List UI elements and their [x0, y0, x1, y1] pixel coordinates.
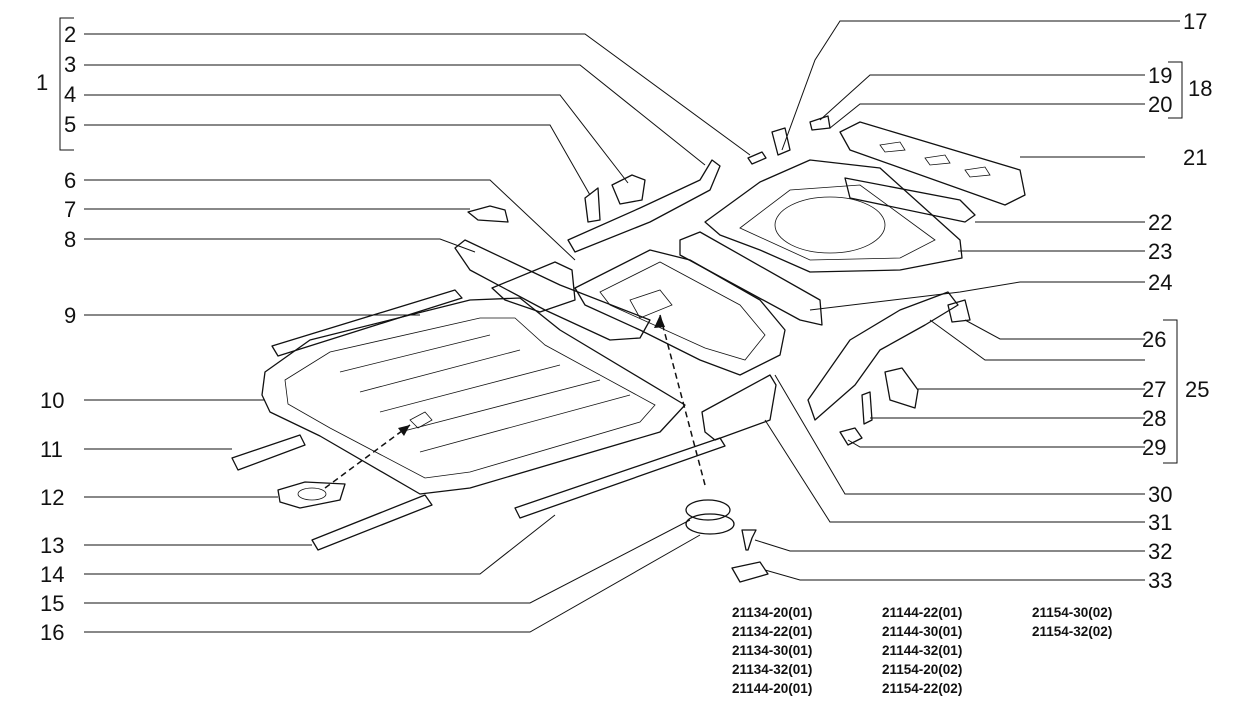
callout-numbers: 1 2 3 4 5 6 7 8 9 10 11 12 13 14 15 16 1… [36, 9, 1212, 645]
reinforcement-31 [701, 374, 777, 441]
callout-4: 4 [64, 82, 76, 107]
callout-22: 22 [1148, 210, 1172, 235]
model-code: 21144-20(01) [732, 681, 813, 696]
callout-10: 10 [40, 388, 64, 413]
callout-7: 7 [64, 197, 76, 222]
callout-29: 29 [1142, 435, 1166, 460]
model-code: 21154-22(02) [882, 681, 963, 696]
callout-28: 28 [1142, 406, 1166, 431]
callout-16: 16 [40, 620, 64, 645]
model-codes: 21134-20(01) 21144-22(01) 21154-30(02) 2… [732, 604, 1152, 698]
front-floor-panel [261, 297, 686, 495]
rear-floor-23 [704, 159, 963, 273]
bracket-group-1 [59, 17, 74, 151]
callout-19: 19 [1148, 63, 1172, 88]
model-code: 21154-20(02) [882, 662, 963, 677]
callout-20: 20 [1148, 92, 1172, 117]
sill-reinforcement-13 [311, 494, 433, 551]
rear-panel-21 [839, 121, 1026, 206]
bracket-28 [861, 391, 873, 425]
callout-17: 17 [1183, 9, 1207, 34]
callout-9: 9 [64, 303, 76, 328]
model-code: 21154-32(02) [1032, 624, 1113, 639]
leader-lines [59, 17, 1183, 633]
wheelhouse-25 [807, 291, 959, 421]
floor-strip-9 [271, 289, 463, 357]
plug-15 [685, 499, 731, 521]
model-code [1032, 661, 1152, 679]
plug-16 [685, 513, 735, 535]
model-code: 21134-22(01) [732, 624, 813, 639]
callout-12: 12 [40, 485, 64, 510]
callout-18: 18 [1188, 76, 1212, 101]
callout-33: 33 [1148, 568, 1172, 593]
callout-27: 27 [1142, 377, 1166, 402]
callout-11: 11 [40, 437, 63, 462]
screw-32 [741, 529, 757, 551]
crossmember-22 [844, 177, 976, 223]
bracket-2 [747, 151, 767, 165]
model-code [1032, 642, 1152, 660]
callout-24: 24 [1148, 270, 1172, 295]
callout-6: 6 [64, 168, 76, 193]
callout-15: 15 [40, 591, 64, 616]
bracket-19 [809, 115, 831, 131]
bracket-26 [947, 299, 971, 323]
model-code: 21134-20(01) [732, 605, 813, 620]
middle-floor-24 [574, 249, 786, 376]
parts-drawing [231, 115, 1026, 583]
side-member-5 [567, 159, 721, 253]
callout-13: 13 [40, 533, 64, 558]
sill-reinforcement-11 [231, 434, 306, 471]
crossmember-6 [491, 261, 576, 313]
bracket-5 [584, 187, 601, 223]
strip-14 [514, 437, 726, 519]
tunnel-8 [454, 239, 651, 341]
callout-32: 32 [1148, 539, 1172, 564]
rear-member-24 [679, 231, 823, 326]
callout-14: 14 [40, 562, 64, 587]
model-code: 21144-32(01) [882, 643, 963, 658]
bracket-27 [884, 367, 919, 409]
callout-23: 23 [1148, 239, 1172, 264]
model-code: 21144-30(01) [882, 624, 963, 639]
callout-3: 3 [64, 52, 76, 77]
callout-2: 2 [64, 22, 76, 47]
callout-25: 25 [1185, 377, 1209, 402]
callout-26: 26 [1142, 327, 1166, 352]
callout-1: 1 [36, 70, 48, 95]
plate-12 [277, 481, 346, 509]
model-code: 21134-32(01) [732, 662, 813, 677]
model-code: 21144-22(01) [882, 605, 963, 620]
bracket-group-25 [1163, 319, 1178, 464]
callout-5: 5 [64, 112, 76, 137]
callout-31: 31 [1148, 510, 1172, 535]
reinforcement-17 [771, 127, 791, 156]
assembly-arrow-15 [659, 314, 706, 486]
bracket-4 [611, 174, 646, 205]
bracket-7 [467, 205, 509, 223]
model-code: 21154-30(02) [1032, 605, 1113, 620]
model-code [1032, 680, 1152, 698]
callout-30: 30 [1148, 482, 1172, 507]
plug-29 [839, 427, 863, 446]
callout-21: 21 [1183, 145, 1207, 170]
bracket-group-18 [1168, 61, 1183, 119]
model-code: 21134-30(01) [732, 643, 813, 658]
callout-8: 8 [64, 227, 76, 252]
clip-33 [731, 561, 769, 583]
assembly-arrow-12 [324, 424, 411, 489]
